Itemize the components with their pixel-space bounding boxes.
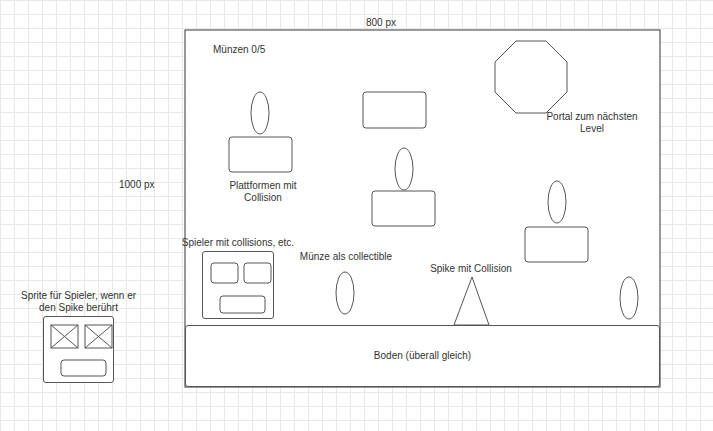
platform	[372, 191, 435, 226]
coin-counter: Münzen 0/5	[213, 44, 303, 56]
sprite-eye	[51, 325, 78, 348]
coin	[395, 148, 413, 190]
sprite-eye-cross	[51, 325, 78, 348]
sprite-eye-cross	[85, 325, 112, 348]
width-dimension: 800 px	[341, 17, 421, 29]
portal-octagon	[495, 41, 567, 113]
player-eye	[211, 263, 238, 283]
coin	[620, 277, 638, 319]
sprite-mouth	[61, 360, 106, 376]
player-box: Spieler mit collisions, etc.	[202, 251, 274, 319]
spike-note: Spike mit Collision	[416, 263, 526, 275]
sprite-eye-cross	[51, 325, 78, 348]
coin	[336, 272, 354, 314]
player-eye	[244, 263, 271, 283]
level-frame	[185, 30, 660, 387]
spike	[454, 277, 489, 325]
coin	[251, 92, 269, 134]
box-heading: Sprite für Spieler, wenn er den Spike be…	[19, 290, 139, 314]
portal-note: Portal zum nächsten Level	[540, 111, 644, 135]
sprite-eye	[85, 325, 112, 348]
box-heading: Spieler mit collisions, etc.	[178, 237, 298, 249]
platform	[525, 227, 588, 262]
sprite-eye-cross	[85, 325, 112, 348]
sprite-box: Sprite für Spieler, wenn er den Spike be…	[43, 316, 114, 383]
coin	[548, 181, 566, 223]
coin-note: Münze als collectible	[291, 251, 401, 263]
height-dimension: 1000 px	[119, 179, 179, 191]
band-label: Boden (überall gleich)	[186, 350, 659, 362]
platform	[229, 137, 292, 172]
platform-note: Plattformen mit Collision	[217, 180, 309, 204]
player-mouth	[220, 296, 265, 313]
ground-band: Boden (überall gleich)	[185, 325, 660, 387]
platform	[363, 92, 426, 128]
sprite-ground	[43, 316, 114, 383]
